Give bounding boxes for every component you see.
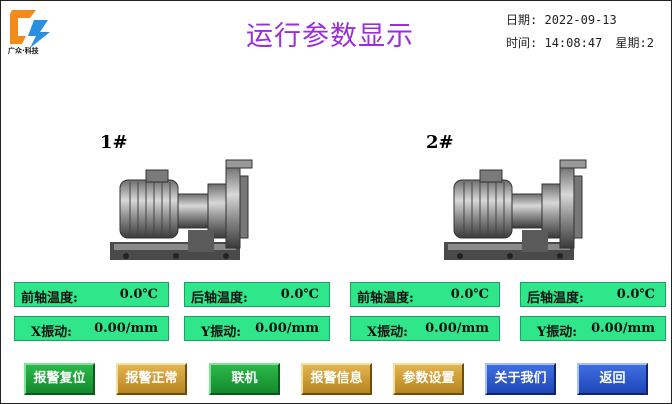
pump-motor-icon xyxy=(444,159,587,260)
rear-temp-value: 0.0℃ xyxy=(616,287,655,302)
pump-1-front-temp-panel: 前轴温度: 0.0℃ xyxy=(14,282,169,307)
alarm-info-button[interactable]: 报警信息 xyxy=(301,363,372,395)
pump-2-front-temp-panel: 前轴温度: 0.0℃ xyxy=(350,282,500,307)
y-vibration-label: Y振动: xyxy=(537,325,578,340)
page-title: 运行参数显示 xyxy=(246,21,414,52)
pump-1-label: 1# xyxy=(100,132,128,153)
about-us-button[interactable]: 关于我们 xyxy=(485,363,556,395)
alarm-normal-button[interactable]: 报警正常 xyxy=(116,363,187,395)
pump-motor-icon xyxy=(110,159,253,260)
front-temp-value: 0.0℃ xyxy=(119,287,158,302)
time-row: 时间: 14:08:47 星期:2 xyxy=(506,34,654,51)
pump-2-rear-temp-panel: 后轴温度: 0.0℃ xyxy=(520,282,666,307)
param-settings-button[interactable]: 参数设置 xyxy=(393,363,464,395)
x-vibration-value: 0.00/mm xyxy=(425,321,489,336)
y-vibration-value: 0.00/mm xyxy=(255,321,319,336)
x-vibration-value: 0.00/mm xyxy=(94,321,158,336)
date-label: 日期: xyxy=(506,13,538,27)
pump-2-y-vibration-panel: Y振动: 0.00/mm xyxy=(520,316,666,341)
rear-temp-label: 后轴温度: xyxy=(191,291,248,306)
pump-1-y-vibration-panel: Y振动: 0.00/mm xyxy=(184,316,330,341)
pump-1-rear-temp-panel: 后轴温度: 0.0℃ xyxy=(184,282,330,307)
front-temp-value: 0.0℃ xyxy=(450,287,489,302)
alarm-reset-button[interactable]: 报警复位 xyxy=(24,363,95,395)
pump-2-label: 2# xyxy=(426,132,454,153)
company-logo-icon xyxy=(10,10,50,48)
back-button[interactable]: 返回 xyxy=(577,363,648,395)
weekday-value: 2 xyxy=(646,36,654,50)
weekday-label: 星期: xyxy=(615,36,647,50)
date-value: 2022-09-13 xyxy=(544,13,617,27)
y-vibration-label: Y振动: xyxy=(201,325,242,340)
y-vibration-value: 0.00/mm xyxy=(591,321,655,336)
time-value: 14:08:47 xyxy=(544,36,603,50)
rear-temp-label: 后轴温度: xyxy=(527,291,584,306)
x-vibration-label: X振动: xyxy=(31,325,72,340)
x-vibration-label: X振动: xyxy=(367,325,408,340)
pump-1-x-vibration-panel: X振动: 0.00/mm xyxy=(14,316,169,341)
pump-2-x-vibration-panel: X振动: 0.00/mm xyxy=(350,316,500,341)
front-temp-label: 前轴温度: xyxy=(357,291,414,306)
logo-text: 广众·科技 xyxy=(8,47,39,55)
rear-temp-value: 0.0℃ xyxy=(280,287,319,302)
front-temp-label: 前轴温度: xyxy=(21,291,78,306)
time-label: 时间: xyxy=(506,36,538,50)
date-row: 日期: 2022-09-13 xyxy=(506,11,617,28)
online-button[interactable]: 联机 xyxy=(209,363,280,395)
